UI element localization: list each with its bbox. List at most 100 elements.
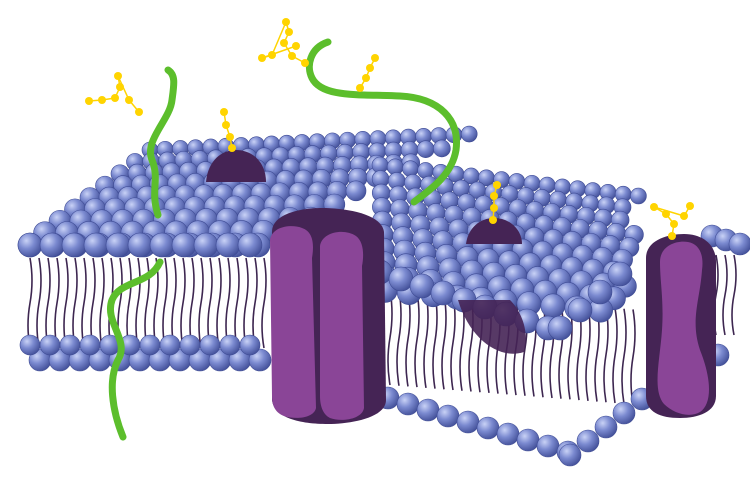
lipid-tail: [63, 257, 69, 349]
carbohydrate-bead: [226, 133, 234, 141]
lipid-tails-lower: [27, 254, 737, 405]
phospholipid-head: [576, 429, 600, 453]
lipid-tail: [216, 257, 222, 349]
carbohydrate-bead: [111, 94, 119, 102]
carbohydrate-bead: [228, 144, 236, 152]
phospholipid-head: [139, 334, 161, 356]
lipid-tail: [612, 307, 618, 404]
carbohydrate-bead: [362, 74, 370, 82]
carbohydrate-bead: [662, 210, 670, 218]
glycolipid-chain: [650, 202, 694, 240]
phospholipid-head: [430, 280, 456, 306]
phospholipid-head: [345, 180, 367, 202]
peripheral-protein-inner: [458, 300, 526, 354]
glycoprotein-strand-top: [305, 38, 460, 206]
carbohydrate-bead: [280, 39, 288, 47]
lipid-tail: [722, 254, 728, 336]
phospholipid-head: [547, 315, 573, 341]
lipid-tail: [45, 257, 51, 349]
channel-protein: [270, 208, 386, 424]
lipid-tail: [162, 257, 168, 349]
phospholipid-head: [149, 232, 175, 258]
phospholipid-head: [159, 334, 181, 356]
carbohydrate-bead: [301, 59, 309, 67]
lipid-tail: [189, 257, 195, 349]
phospholipid-head: [39, 334, 61, 356]
carbohydrate-bead: [292, 42, 300, 50]
carbohydrate-bead: [282, 18, 290, 26]
phospholipid-head: [79, 334, 101, 356]
carbohydrate-bead: [670, 220, 678, 228]
carbohydrate-bead: [114, 72, 122, 80]
carbohydrate-bead: [258, 54, 266, 62]
carbohydrate-bead: [222, 121, 230, 129]
phospholipid-head: [612, 401, 636, 425]
phospholipid-head: [402, 160, 419, 177]
phospholipid-head: [594, 415, 618, 439]
peripheral-protein-right: [466, 218, 522, 244]
phospholipid-head: [215, 232, 241, 258]
carbohydrate-bead: [686, 202, 694, 210]
carbohydrate-bead: [650, 203, 658, 211]
phospholipid-head: [409, 273, 435, 299]
carbohydrate-bead: [366, 64, 374, 72]
carbohydrate-bead: [356, 84, 364, 92]
phospholipid-head: [536, 434, 560, 458]
lipid-tail: [198, 257, 204, 349]
lipid-tail: [414, 292, 420, 388]
phospholipid-head: [17, 232, 43, 258]
lipid-tail: [99, 257, 105, 349]
lipid-tail: [36, 257, 42, 349]
carbohydrate-bead: [493, 181, 501, 189]
lipid-tail: [441, 294, 447, 390]
phospholipid-head: [433, 139, 451, 158]
carbohydrate-bead: [116, 83, 124, 91]
peripheral-protein-left: [206, 150, 266, 182]
carbohydrate-bead: [371, 54, 379, 62]
lipid-tail: [180, 257, 186, 349]
phospholipid-head: [39, 232, 65, 258]
lipid-tail: [207, 257, 213, 349]
lipid-tail: [387, 289, 393, 386]
lipid-tail: [731, 254, 737, 336]
phospholipid-head: [567, 297, 593, 323]
phospholipid-head: [193, 232, 219, 258]
phospholipid-head: [83, 232, 109, 258]
phospholipid-head: [416, 398, 440, 422]
carbohydrate-bead: [268, 51, 276, 59]
lipid-tail: [432, 293, 438, 389]
lipid-tail: [72, 257, 78, 349]
lipid-tail: [630, 309, 636, 405]
carbohydrate-bead: [135, 108, 143, 116]
carbohydrate-bead: [680, 212, 688, 220]
phospholipid-head: [607, 261, 633, 287]
lipid-tail: [621, 308, 627, 404]
phospholipid-head: [127, 232, 153, 258]
phospholipid-head: [396, 392, 420, 416]
phospholipid-head: [496, 422, 520, 446]
integral-protein-right: [646, 234, 716, 418]
phospholipid-head: [417, 162, 434, 179]
phospholipid-head: [436, 404, 460, 428]
phospholipid-head: [460, 125, 478, 143]
lipid-tail: [27, 257, 33, 349]
glycolipid-chain: [258, 18, 309, 67]
carbohydrate-bead: [98, 96, 106, 104]
lipid-tail: [171, 257, 177, 349]
lipid-tail: [126, 257, 132, 349]
carbohydrate-bead: [285, 28, 293, 36]
phospholipid-head: [630, 187, 647, 205]
lipid-tail: [423, 292, 429, 389]
carbohydrate-bead: [490, 204, 498, 212]
carbohydrate-chains: [85, 18, 694, 240]
phospholipid-head: [456, 410, 480, 434]
lipid-tail: [603, 307, 609, 403]
carbohydrate-bead: [668, 232, 676, 240]
carbohydrate-link: [271, 21, 287, 56]
glycolipid-chain: [489, 181, 501, 224]
carbohydrate-bead: [489, 216, 497, 224]
phospholipid-head: [728, 232, 750, 256]
glycolipid-chain: [356, 54, 379, 92]
